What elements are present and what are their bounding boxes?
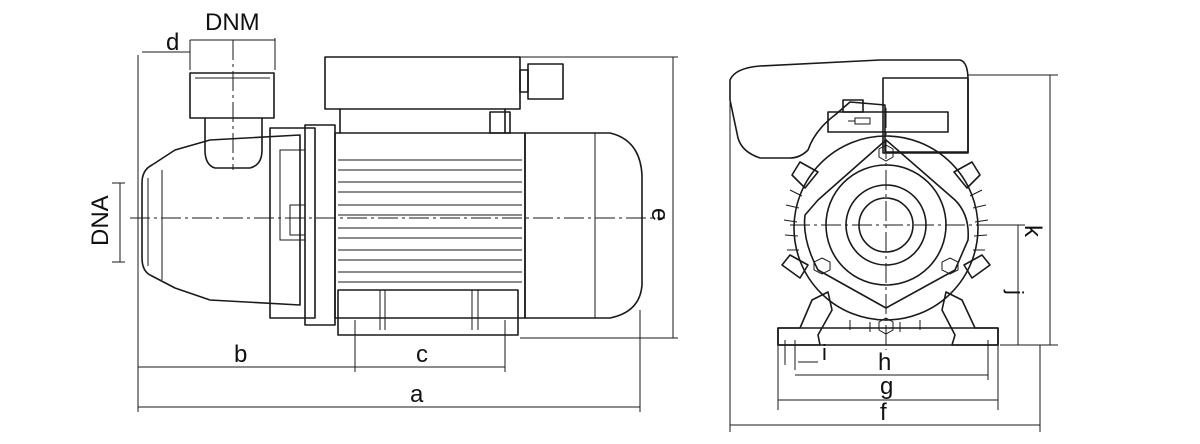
label-dnm: DNM (205, 9, 260, 36)
label-b: b (234, 341, 247, 368)
terminal-cover (729, 59, 969, 159)
bolt-right (941, 257, 959, 275)
side-dimensions (112, 38, 678, 412)
outlet-nozzle (189, 72, 275, 119)
label-e: e (646, 208, 673, 221)
fan-cover (524, 132, 643, 319)
motor-base (337, 289, 519, 336)
bolt-top (878, 144, 894, 162)
terminal-box (324, 56, 521, 110)
inlet-nozzle (141, 134, 301, 306)
label-i: i (822, 340, 827, 365)
capacitor-cap (527, 63, 564, 100)
side-view (130, 40, 665, 336)
front-view (729, 59, 999, 350)
front-dimensions (729, 74, 1058, 432)
label-f: f (880, 399, 887, 426)
pump-flange (269, 127, 316, 319)
label-a: a (410, 381, 424, 408)
label-g: g (880, 373, 893, 400)
label-h: h (878, 349, 891, 376)
cooling-fins (338, 159, 522, 283)
label-c: c (416, 341, 428, 368)
label-dna: DNA (87, 195, 114, 246)
label-j: j (1003, 289, 1028, 295)
label-d: d (166, 29, 179, 56)
label-k: k (1019, 225, 1046, 238)
base-foot-left (777, 291, 833, 346)
front-fins (783, 189, 989, 332)
base-foot-right (941, 291, 999, 346)
bolt-left (813, 257, 831, 275)
